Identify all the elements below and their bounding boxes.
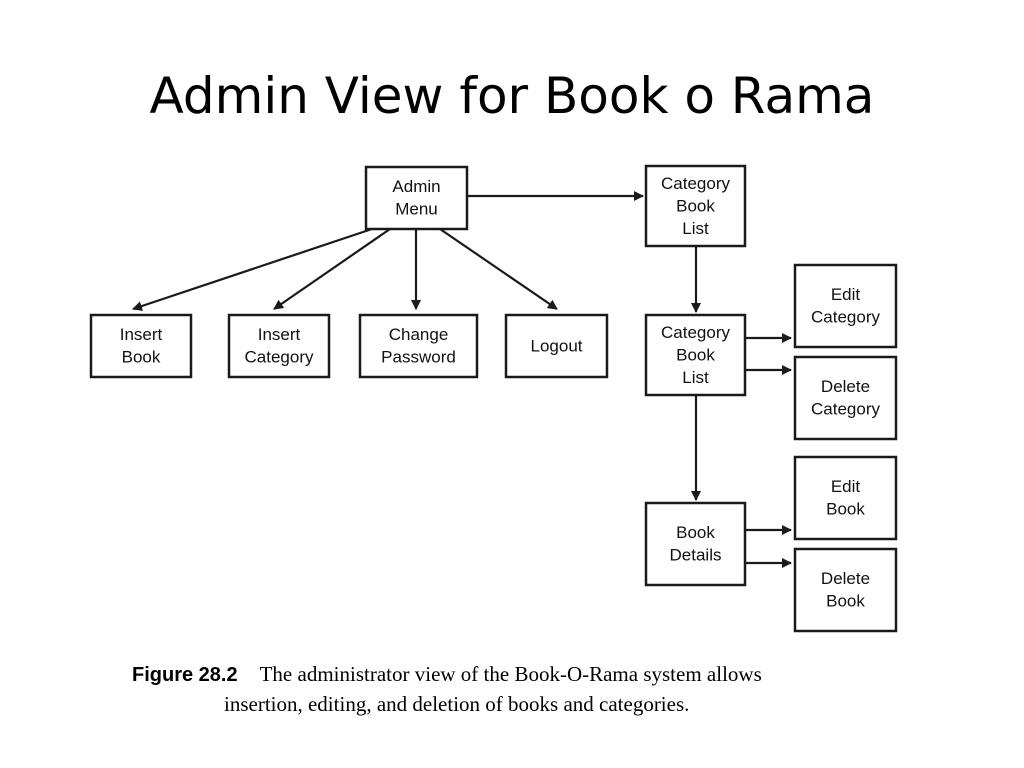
node-box xyxy=(89,313,193,379)
caption-line-1: The administrator view of the Book-O-Ram… xyxy=(259,662,762,686)
edge-admin-menu-to-logout xyxy=(439,228,558,310)
node-box xyxy=(793,455,898,541)
node-box xyxy=(358,313,479,379)
node-label: Book xyxy=(122,348,161,367)
node-label: Insert xyxy=(258,325,301,344)
edge-admin-menu-to-insert-category xyxy=(273,228,391,310)
node-box xyxy=(644,164,747,248)
node-box xyxy=(504,313,609,379)
node-label: Logout xyxy=(531,336,583,355)
node-box xyxy=(793,355,898,441)
node-label: Change xyxy=(389,325,449,344)
node-box xyxy=(644,501,747,587)
node-label: Category xyxy=(811,400,880,419)
node-label: Edit xyxy=(831,477,861,496)
figure-caption: Figure 28.2 The administrator view of the… xyxy=(132,660,892,719)
node-logout: Logout xyxy=(504,313,609,379)
node-box xyxy=(793,263,898,349)
node-label: List xyxy=(682,219,709,238)
node-label: Category xyxy=(811,308,880,327)
node-label: Category xyxy=(661,323,730,342)
slide-title: Admin View for Book o Rama xyxy=(149,67,875,125)
node-box xyxy=(644,313,747,397)
node-label: Details xyxy=(670,546,722,565)
node-label: Delete xyxy=(821,377,870,396)
edges-layer xyxy=(132,191,792,568)
node-box xyxy=(227,313,331,379)
node-label: Insert xyxy=(120,325,163,344)
node-label: Password xyxy=(381,348,456,367)
node-label: List xyxy=(682,368,709,387)
nodes-layer: AdminMenuCategoryBookListInsertBookInser… xyxy=(89,164,898,633)
edge-admin-menu-to-insert-book xyxy=(132,227,373,311)
node-label: Category xyxy=(661,174,730,193)
node-label: Book xyxy=(676,523,715,542)
node-label: Admin xyxy=(392,177,440,196)
node-label: Book xyxy=(826,592,865,611)
node-label: Edit xyxy=(831,285,861,304)
node-box xyxy=(364,165,469,231)
node-label: Book xyxy=(676,345,715,364)
node-label: Category xyxy=(245,348,314,367)
caption-line-2: insertion, editing, and deletion of book… xyxy=(224,692,690,716)
node-label: Delete xyxy=(821,569,870,588)
node-label: Book xyxy=(676,196,715,215)
node-box xyxy=(793,547,898,633)
node-label: Menu xyxy=(395,200,438,219)
figure-label: Figure 28.2 xyxy=(132,664,238,686)
node-label: Book xyxy=(826,500,865,519)
